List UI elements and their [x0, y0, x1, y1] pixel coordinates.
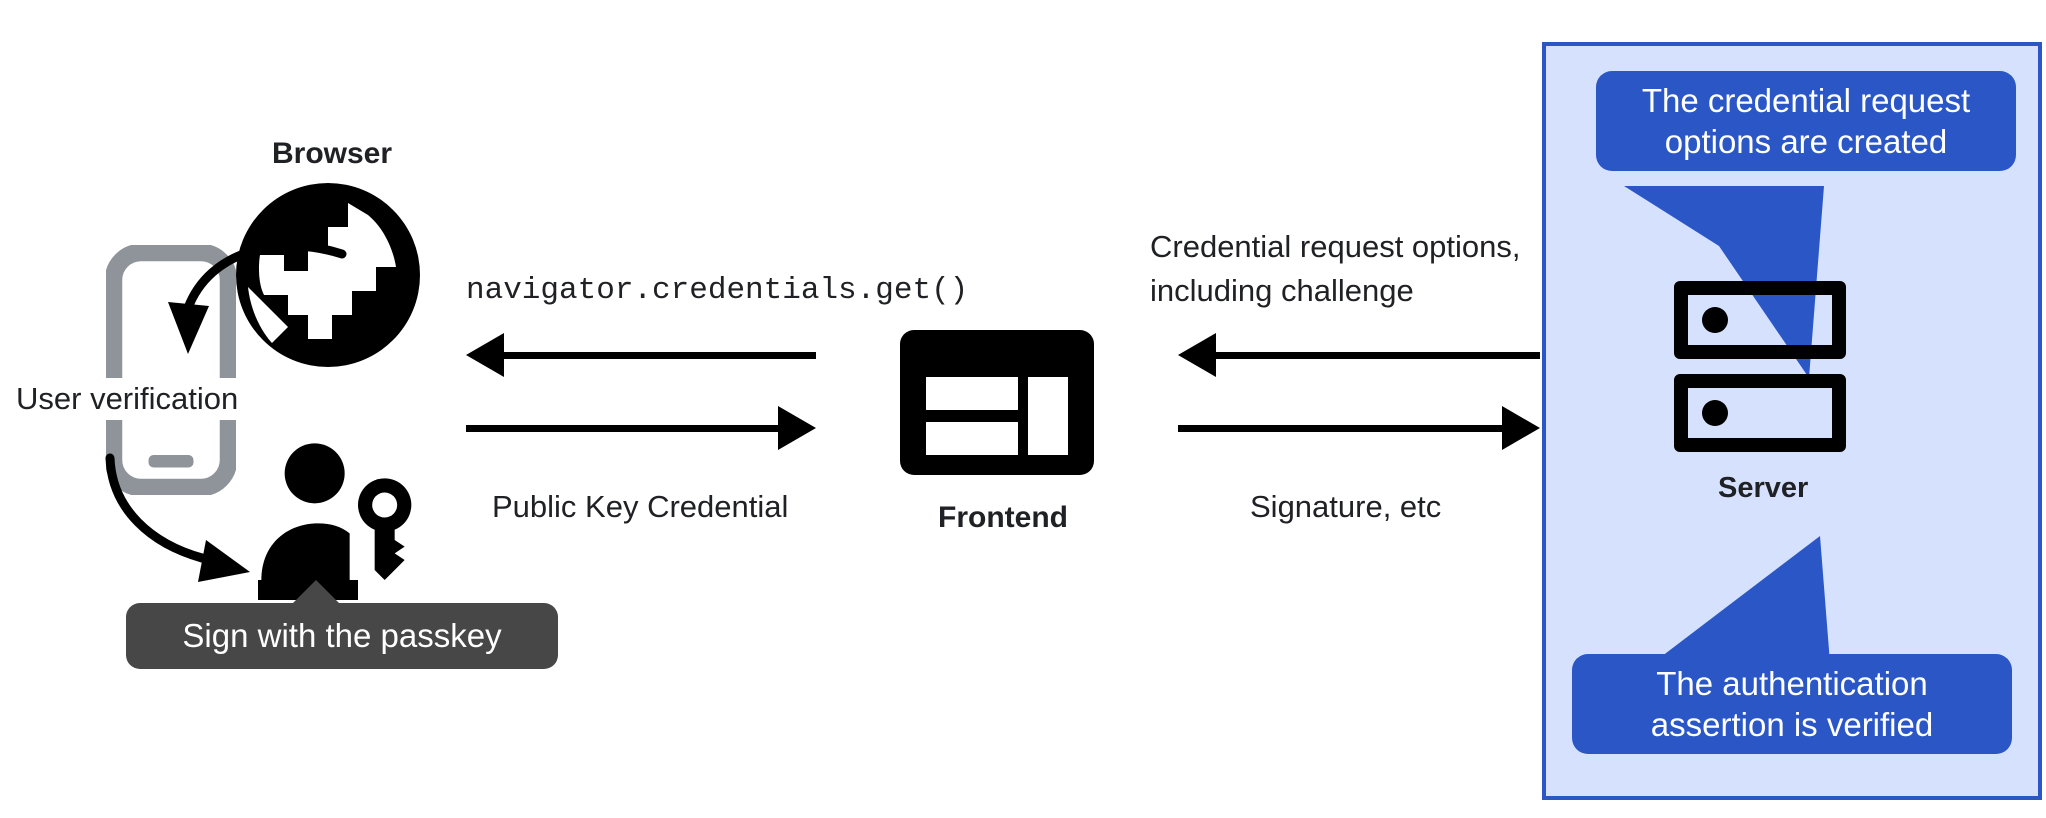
globe-icon	[236, 183, 420, 367]
server-zone: The credential request options are creat…	[1542, 42, 2042, 800]
passkey-tooltip-tail	[290, 580, 342, 606]
server-dot-bottom	[1702, 400, 1728, 426]
mobile-phone-icon	[106, 245, 236, 495]
credential-request-options-line2: including challenge	[1150, 273, 1414, 308]
frontend-panel-bottom-left	[926, 422, 1018, 455]
server-dot-top	[1702, 307, 1728, 333]
arrow-browser-to-phone	[168, 241, 347, 354]
server-top-callout-line1: The credential request	[1641, 81, 1971, 119]
web-window-icon	[900, 330, 1094, 475]
server-bottom-callout-line1: The authentication	[1656, 664, 1928, 702]
arrow-left-1-head	[466, 333, 504, 377]
server-bottom-callout-tail	[1620, 536, 1832, 688]
passkey-tooltip: Sign with the passkey	[126, 603, 558, 669]
server-label: Server	[1718, 472, 1809, 504]
arrow-left-1-line	[504, 352, 816, 359]
server-unit-top	[1674, 281, 1846, 359]
server-top-callout-line2: options are created	[1664, 123, 1948, 160]
server-top-callout-tail	[1624, 186, 1824, 378]
server-unit-bottom	[1674, 374, 1846, 452]
server-top-callout: The credential request options are creat…	[1596, 71, 2016, 171]
frontend-label: Frontend	[938, 501, 1068, 534]
arrow-right-2-line	[1178, 425, 1502, 432]
server-bottom-callout: The authentication assertion is verified	[1572, 654, 2012, 754]
arrow-right-2-head	[1502, 406, 1540, 450]
arrow-right-1-line	[466, 425, 778, 432]
navigator-get-label: navigator.credentials.get()	[466, 273, 969, 308]
browser-label: Browser	[272, 137, 393, 170]
arrow-left-2-head	[1178, 333, 1216, 377]
user-verification-label: User verification	[12, 378, 243, 420]
frontend-panel-right	[1028, 377, 1068, 455]
frontend-panel-top-left	[926, 377, 1018, 410]
server-bottom-callout-line2: assertion is verified	[1650, 706, 1934, 743]
signature-etc-label: Signature, etc	[1250, 489, 1442, 524]
public-key-credential-label: Public Key Credential	[492, 489, 789, 524]
person-with-key-icon	[258, 443, 412, 600]
passkey-tooltip-text: Sign with the passkey	[182, 617, 502, 654]
arrow-left-2-line	[1216, 352, 1540, 359]
arrow-right-1-head	[778, 406, 816, 450]
arrow-phone-to-user	[105, 453, 250, 582]
credential-request-options-line1: Credential request options,	[1150, 229, 1521, 264]
